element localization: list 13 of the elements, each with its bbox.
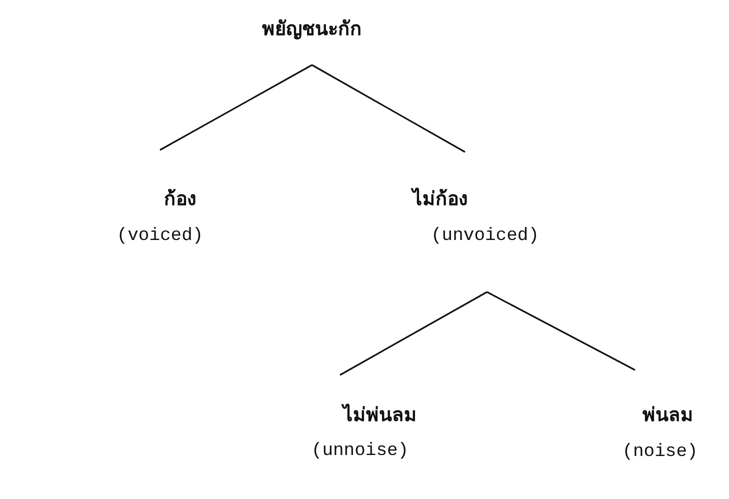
tree-branch — [160, 64, 312, 151]
thai-term: พ่นลม — [642, 403, 694, 428]
english-gloss: (noise) — [622, 442, 698, 462]
thai-term: พยัญชนะกัก — [262, 17, 362, 42]
thai-term: ไม่พ่นลม — [343, 402, 417, 428]
english-gloss: (unnoise) — [311, 441, 409, 461]
english-gloss: (voiced) — [116, 226, 204, 246]
thai-term: ไม่ก้อง — [412, 186, 468, 212]
tree-branch — [486, 291, 636, 371]
tree-branch — [340, 291, 488, 376]
english-gloss: (unvoiced) — [430, 226, 540, 246]
thai-term: ก้อง — [164, 187, 196, 212]
tree-branch — [312, 64, 466, 153]
